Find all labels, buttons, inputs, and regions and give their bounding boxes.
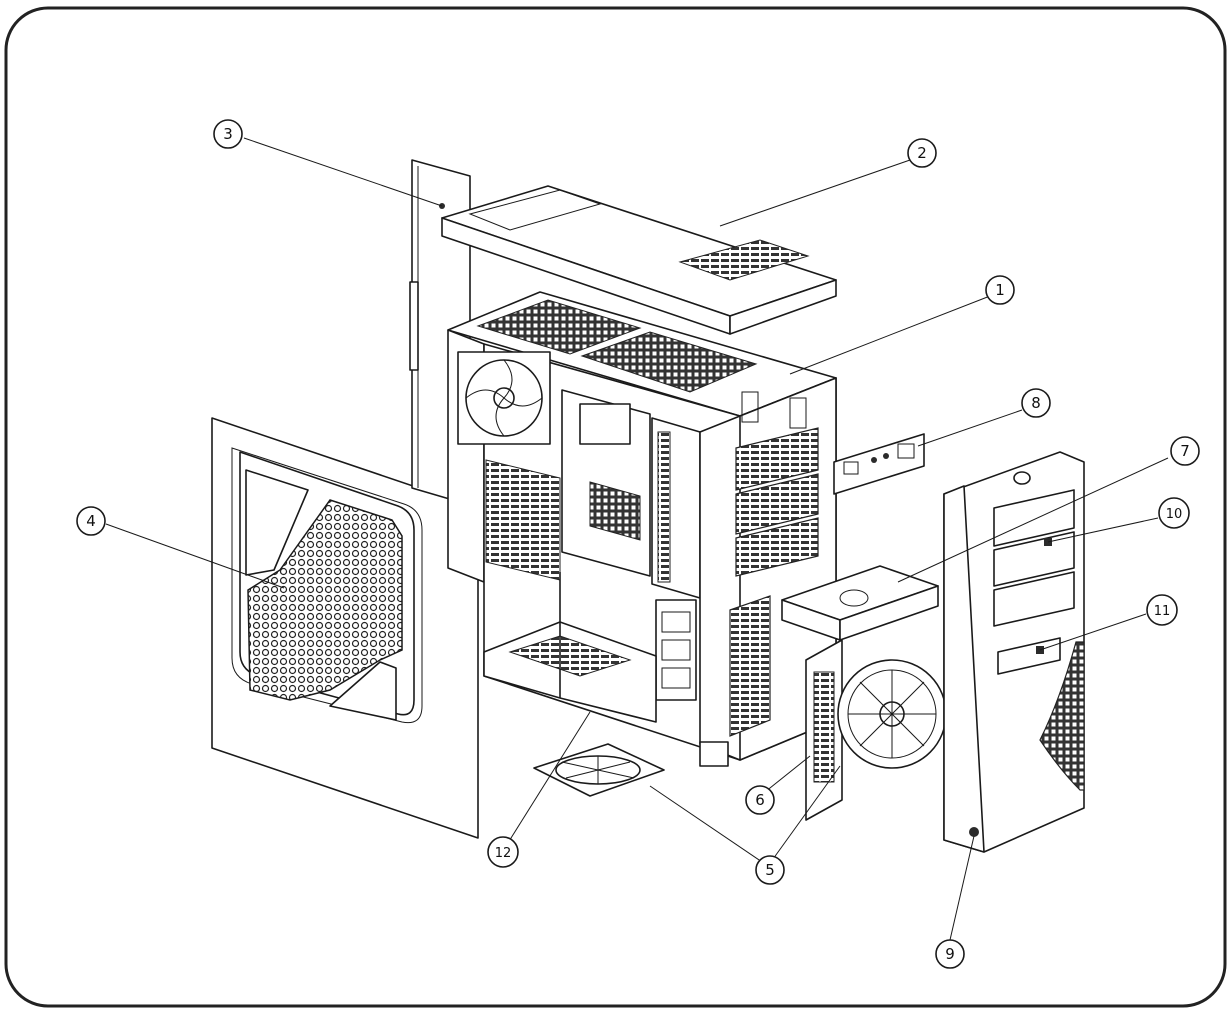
callout-11: 11: [1146, 594, 1178, 626]
callout-1: 1: [985, 275, 1015, 305]
callout-9: 9: [935, 939, 965, 969]
callout-3: 3: [213, 119, 243, 149]
svg-text:12: 12: [495, 846, 512, 861]
svg-text:2: 2: [917, 144, 927, 162]
svg-text:7: 7: [1180, 442, 1190, 460]
svg-text:1: 1: [995, 281, 1005, 299]
callouts: 3 2 1 8 7 10 11 4: [76, 119, 1200, 969]
leader-lines: [105, 137, 1169, 941]
drive-cage-bracket: [781, 565, 939, 641]
svg-text:8: 8: [1031, 394, 1041, 412]
svg-text:11: 11: [1154, 604, 1171, 619]
top-cover: [441, 185, 837, 335]
bottom-fan-filter: [533, 743, 665, 797]
svg-text:9: 9: [945, 945, 955, 963]
callout-4: 4: [76, 506, 106, 536]
fan-cage: [805, 639, 947, 821]
callout-6: 6: [745, 785, 775, 815]
callout-10: 10: [1158, 497, 1190, 529]
callout-7: 7: [1170, 436, 1200, 466]
callout-2: 2: [907, 138, 937, 168]
svg-text:3: 3: [223, 125, 233, 143]
svg-text:10: 10: [1166, 507, 1183, 522]
callout-12: 12: [487, 836, 519, 868]
io-bracket: [833, 433, 925, 495]
callout-5: 5: [755, 855, 785, 885]
front-bezel: [943, 451, 1085, 853]
svg-text:5: 5: [765, 861, 775, 879]
svg-text:4: 4: [86, 512, 96, 530]
left-side-panel: [211, 417, 479, 839]
svg-text:6: 6: [755, 791, 765, 809]
chassis: [447, 291, 837, 767]
callout-8: 8: [1021, 388, 1051, 418]
